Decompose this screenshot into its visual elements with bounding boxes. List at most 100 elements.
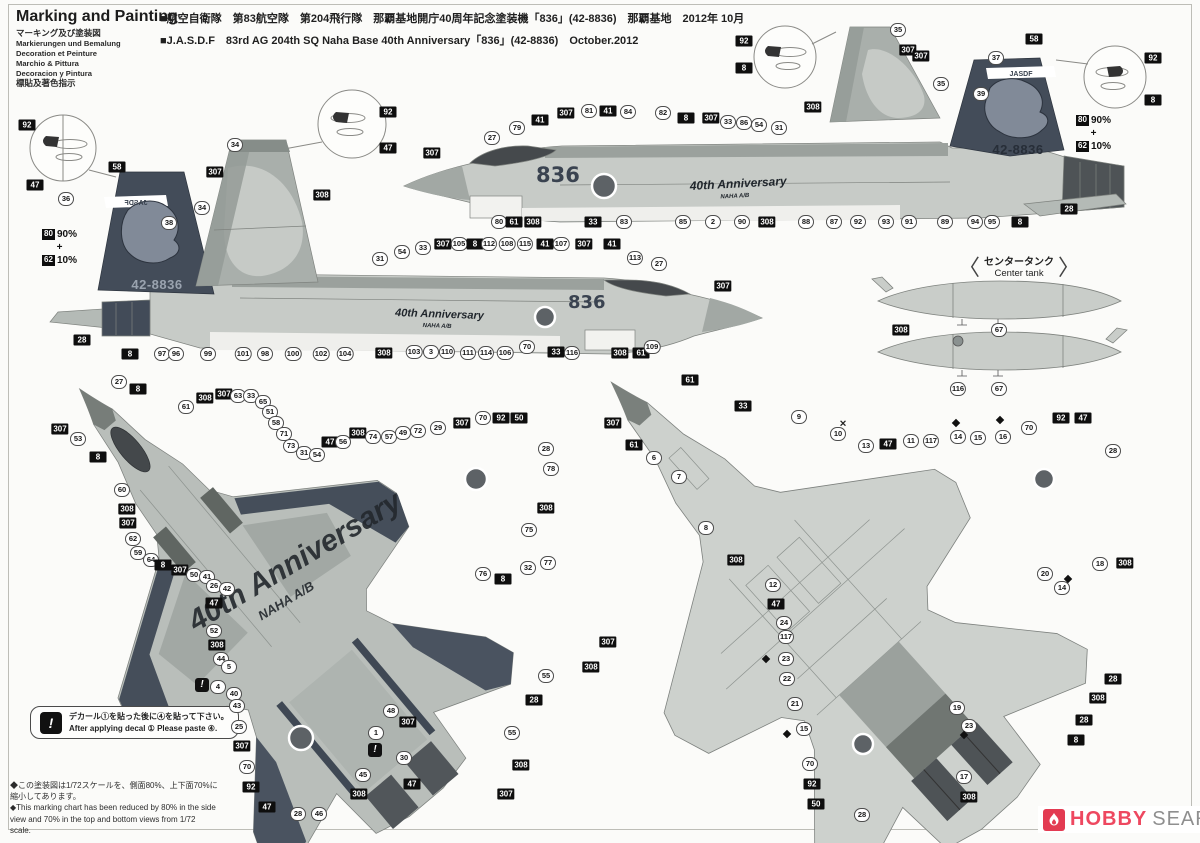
flame-icon [1043, 808, 1065, 831]
decal-callout: 115 [516, 237, 534, 251]
decal-callout: 111 [460, 346, 476, 360]
paint-callout: 41 [536, 238, 554, 250]
decal-callout: 57 [381, 430, 397, 444]
decal-callout: 70 [475, 411, 491, 425]
paint-callout: 47 [767, 598, 785, 610]
paint-callout: 307 [423, 147, 441, 159]
paint-callout: 308 [758, 216, 776, 228]
scale-note-en: ◆This marking chart has been reduced by … [10, 803, 216, 835]
decal-callout: 110 [438, 345, 456, 359]
paint-callout: 92 [735, 35, 753, 47]
subtitle-de: Markierungen und Bemalung [16, 39, 121, 49]
subtitle-es: Decoracion y Pintura [16, 68, 92, 78]
decal-callout: 70 [239, 760, 255, 774]
paint-callout: 307 [453, 417, 471, 429]
decal-order-note: ! デカール①を貼った後に④を貼って下さい。 After applying de… [30, 706, 239, 740]
decal-callout: 21 [787, 697, 803, 711]
subtitle-fr: Decoration et Peinture [16, 48, 98, 58]
canopy [110, 426, 151, 473]
decal-callout: 39 [973, 87, 989, 101]
decal-mark [995, 415, 1005, 425]
paint-callout: 50 [807, 798, 825, 810]
hinomaru-roundels [287, 172, 1056, 756]
radome [611, 382, 652, 426]
decal-callout: 70 [1021, 421, 1037, 435]
plan-view-bottom [610, 381, 1088, 843]
inset-fin-tip-right-outer [1055, 45, 1147, 109]
paint-code-62: 62 [42, 255, 55, 266]
art-top-view: 40th Anniversary NAHA A/B [688, 174, 788, 201]
plan-view-top [78, 387, 514, 843]
decal-callout: 28 [290, 807, 306, 821]
decal-callout: 9 [791, 410, 807, 424]
paint-callout: 28 [73, 334, 91, 346]
paint-callout: 58 [1025, 33, 1043, 45]
decal-callout: 114 [477, 346, 495, 360]
center-tank-label-en: Center tank [994, 268, 1044, 279]
decal-callout: 27 [111, 375, 127, 389]
decal-callout: 3 [423, 345, 439, 359]
decal-callout: 48 [383, 704, 399, 718]
paint-callout: 308 [804, 101, 822, 113]
scale-note-jp: ◆この塗装図は1/72スケールを、側面80%、上下面70%に縮小してあります。 [10, 781, 218, 802]
paint-callout: 41 [603, 238, 621, 250]
decal-callout: 95 [984, 215, 1000, 229]
paint-callout: 307 [51, 423, 69, 435]
decal-callout: 13 [858, 439, 874, 453]
decal-note-icon: ! [195, 678, 209, 692]
decal-callout: 43 [229, 699, 245, 713]
nozzle [101, 299, 151, 337]
decal-callout: 28 [538, 442, 554, 456]
decal-mark [782, 729, 792, 739]
decal-callout: 56 [335, 435, 351, 449]
paint-callout: 47 [258, 801, 276, 813]
decal-callout: 54 [394, 245, 410, 259]
side-view-right-profile [403, 57, 1127, 223]
paint-callout: 58 [108, 161, 126, 173]
nose-camo [702, 298, 762, 332]
svg-text:NAHA A/B: NAHA A/B [720, 193, 750, 201]
paint-callout: 308 [892, 324, 910, 336]
paint-callout: 92 [379, 106, 397, 118]
decal-callout: 53 [70, 432, 86, 446]
paint-callout: 307 [233, 740, 251, 752]
decal-callout: 62 [125, 532, 141, 546]
paint-callout: 308 [524, 216, 542, 228]
decal-callout: 98 [257, 347, 273, 361]
paint-callout: 307 [171, 564, 189, 576]
decal-callout: 100 [284, 347, 302, 361]
decal-callout: 38 [161, 216, 177, 230]
decal-callout: 30 [396, 751, 412, 765]
paint-callout: 8 [154, 559, 172, 571]
paint-callout: 33 [734, 400, 752, 412]
decal-callout: 25 [231, 720, 247, 734]
canopy [602, 279, 692, 297]
decal-callout: 91 [901, 215, 917, 229]
paint-callout: 308 [208, 639, 226, 651]
paint-callout: 307 [206, 166, 224, 178]
paint-callout: 28 [1075, 714, 1093, 726]
decal-callout: 29 [430, 421, 446, 435]
decal-callout: 5 [221, 660, 237, 674]
decal-callout: 76 [475, 567, 491, 581]
paint-callout: 28 [1104, 673, 1122, 685]
paint-callout: 61 [625, 439, 643, 451]
paint-callout: 47 [403, 778, 421, 790]
decal-callout: 23 [961, 719, 977, 733]
svg-text:NAHA A/B: NAHA A/B [423, 323, 453, 330]
subtitle-it: Marchio & Pittura [16, 58, 79, 68]
decal-callout: 37 [988, 51, 1004, 65]
paint-callout: 308 [512, 759, 530, 771]
decal-callout: 18 [1092, 557, 1108, 571]
decal-callout: 32 [520, 561, 536, 575]
decal-callout: 89 [937, 215, 953, 229]
decal-callout: 2 [705, 215, 721, 229]
fin-band-left: JASDF [124, 200, 148, 207]
decal-callout: 116 [949, 382, 967, 396]
paint-callout: 47 [879, 438, 897, 450]
decal-callout: 83 [616, 215, 632, 229]
paint-callout: 61 [681, 374, 699, 386]
paint-callout: 308 [350, 788, 368, 800]
subtitle-zh: 標貼及著色指示 [16, 78, 76, 89]
